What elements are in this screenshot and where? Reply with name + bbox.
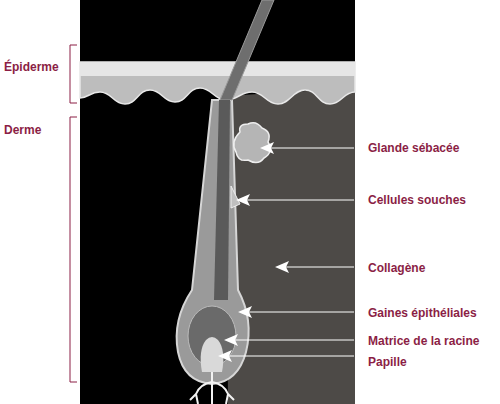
background bbox=[80, 0, 355, 404]
part-label: Glande sébacée bbox=[368, 141, 459, 155]
hair-root bbox=[214, 100, 230, 300]
part-label: Collagène bbox=[368, 261, 425, 275]
part-label: Cellules souches bbox=[368, 193, 466, 207]
part-label: Matrice de la racine bbox=[368, 334, 479, 348]
hair-shaft bbox=[220, 0, 274, 100]
leader-lines bbox=[228, 148, 354, 356]
part-label: Gaines épithéliales bbox=[368, 306, 477, 320]
layer-label: Derme bbox=[4, 123, 41, 137]
epidermis-surface bbox=[80, 62, 355, 76]
layer-brackets bbox=[70, 45, 77, 382]
sebaceous-gland bbox=[234, 123, 271, 163]
layer-label: Épiderme bbox=[4, 60, 59, 74]
arrowheads bbox=[218, 142, 289, 362]
stem-cell-bulge bbox=[231, 186, 240, 208]
papilla bbox=[201, 337, 224, 372]
part-label: Papille bbox=[368, 355, 407, 369]
epidermis bbox=[80, 62, 355, 104]
blood-vessels bbox=[190, 372, 234, 404]
